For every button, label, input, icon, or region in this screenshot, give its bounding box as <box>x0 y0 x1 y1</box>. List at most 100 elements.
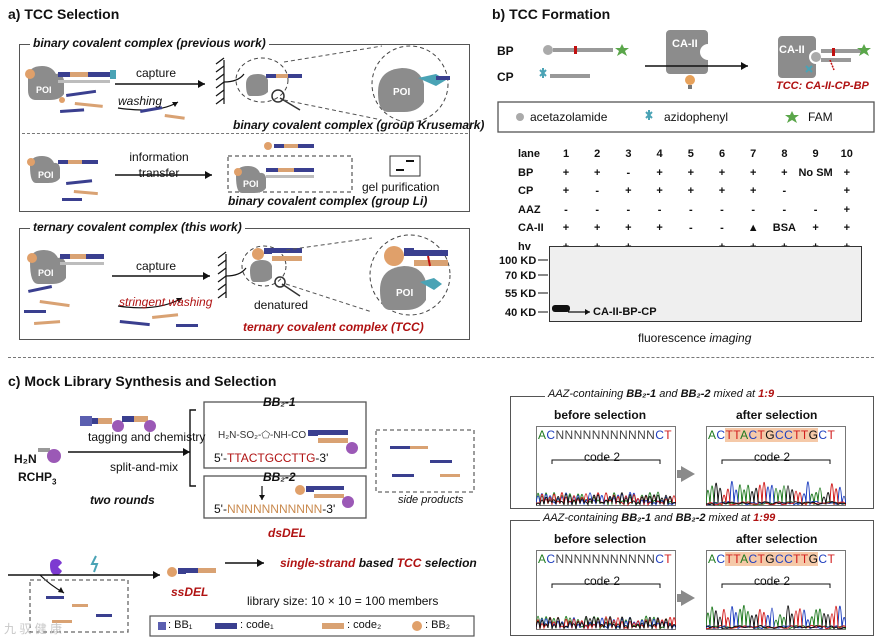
table-cell: + <box>656 166 663 179</box>
before-selection-label: before selection <box>554 408 647 422</box>
gel-purification-label: gel purification <box>362 180 440 194</box>
capture-label-1: capture <box>136 66 177 80</box>
row-label: lane <box>518 148 541 160</box>
poi-label: POI <box>36 85 52 95</box>
table-cell: + <box>593 166 601 179</box>
h2n-label: H₂N <box>14 452 37 466</box>
marker-55: 55 KD <box>505 288 537 300</box>
band-label: CA-II-BP-CP <box>593 306 657 318</box>
info-transfer-label-1: information <box>129 150 189 164</box>
arrow-shaft <box>677 594 683 602</box>
table-cell: + <box>562 185 570 198</box>
table-cell: + <box>718 166 726 179</box>
krusemark-label: binary covalent complex (group Krusemark… <box>233 118 485 132</box>
arrow-icon <box>681 466 695 482</box>
selection-label: single-strand based TCC selection <box>280 556 477 570</box>
info-transfer-label-2: transfer <box>138 166 180 180</box>
tcc-name-label: TCC: CA-II-CP-BP <box>776 80 869 92</box>
side-products-label: side products <box>398 494 464 506</box>
rchp3-label: RCHP3 <box>18 470 57 487</box>
gel-image <box>549 246 862 322</box>
watermark: 九 驭 健 康 <box>4 622 63 636</box>
poi-label: POI <box>393 87 411 98</box>
table-cell: + <box>687 166 695 179</box>
table-cell: - <box>782 203 787 216</box>
after-selection-label: after selection <box>736 408 818 422</box>
tcc-label: ternary covalent complex (TCC) <box>243 320 424 334</box>
lane-number: 6 <box>718 148 726 160</box>
arrow-icon <box>681 590 695 606</box>
chromatogram-traces <box>536 581 676 630</box>
poi-label: POI <box>38 170 54 180</box>
lane-number: 9 <box>812 148 819 160</box>
table-cell: + <box>843 222 851 235</box>
table-cell: - <box>720 222 724 235</box>
lane-number: 7 <box>750 148 757 160</box>
after-selection-label: after selection <box>736 532 818 546</box>
table-cell: - <box>564 203 568 216</box>
poi-label: POI <box>243 179 259 189</box>
legend-bb1: : BB₁ <box>168 619 193 631</box>
marker-100: 100 KD <box>499 255 537 267</box>
lane-number: 8 <box>781 148 788 160</box>
sequence-readout: ACTTACTGCCTTGCT <box>708 428 836 442</box>
ca2-product-label: CA-II <box>779 44 805 56</box>
sequence-readout: ACNNNNNNNNNNNCT <box>538 552 673 566</box>
chromatogram-traces <box>706 581 846 630</box>
table-cell: + <box>562 222 570 235</box>
legend-acetazolamide: acetazolamide <box>530 110 608 124</box>
denatured-label: denatured <box>254 298 309 312</box>
table-cell: + <box>749 185 757 198</box>
bp-label: BP <box>497 44 514 58</box>
panel-c-graphics <box>8 401 475 637</box>
tagging-label: tagging and chemistry <box>88 430 206 444</box>
legend-code1: : code₁ <box>240 619 274 631</box>
table-cell: - <box>626 166 631 179</box>
divider <box>22 133 468 134</box>
table-cell: + <box>562 166 570 179</box>
seq-bb22: 5'-NNNNNNNNNNN-3' <box>214 502 336 516</box>
table-cell: - <box>626 203 631 216</box>
binary-header: binary covalent complex (previous work) <box>30 36 269 50</box>
bb21-label: BB₂-1 <box>263 395 296 409</box>
table-cell: - <box>688 203 693 216</box>
two-rounds-label: two rounds <box>90 493 155 507</box>
sequence-readout: ACNNNNNNNNNNNCT <box>538 428 673 442</box>
before-selection-label: before selection <box>554 532 647 546</box>
table-cell: - <box>595 185 600 198</box>
washing-label: washing <box>118 94 163 108</box>
table-cell: ▲ <box>747 222 759 235</box>
lane-number: 4 <box>656 148 663 160</box>
panel-a-graphics <box>24 45 451 327</box>
table-cell: + <box>656 185 663 198</box>
split-mix-label: split-and-mix <box>110 460 179 474</box>
stringent-washing-label: stringent washing <box>119 295 213 309</box>
legend-code2: : code₂ <box>347 619 382 631</box>
ca2-label: CA-II <box>672 38 698 50</box>
poi-protein-icon <box>25 66 64 100</box>
table-cell: + <box>843 203 851 216</box>
bb22-label: BB₂-2 <box>263 470 296 484</box>
table-cell: - <box>595 203 600 216</box>
row-label: AAZ <box>518 203 541 216</box>
lane-number: 3 <box>625 148 632 160</box>
legend-azidophenyl: azidophenyl <box>664 110 729 124</box>
lane-number: 5 <box>687 148 694 160</box>
table-cell: - <box>657 203 662 216</box>
poi-label: POI <box>396 288 414 299</box>
row-label: BP <box>518 166 534 179</box>
marker-40: 40 KD <box>505 307 537 319</box>
sequence-readout: ACTTACTGCCTTGCT <box>708 552 836 566</box>
marker-70: 70 KD <box>505 270 537 282</box>
exp1-title: AAZ-containing BB₂-1 and BB₂-2 mixed at … <box>545 388 778 400</box>
capture-label-2: capture <box>136 259 177 273</box>
marker-ticks <box>538 259 590 315</box>
table-cell: + <box>749 166 757 179</box>
lane-number: 2 <box>594 148 601 160</box>
ssdel-label: ssDEL <box>171 585 209 599</box>
table-cell: + <box>843 185 851 198</box>
exp2-title: AAZ-containing BB₂-1 and BB₂-2 mixed at … <box>540 512 779 524</box>
aaz-structure: H₂N‑SO₂‑⬠‑NH‑CO <box>218 430 307 441</box>
li-label: binary covalent complex (group Li) <box>228 194 428 208</box>
panel-c-title: c) Mock Library Synthesis and Selection <box>8 373 277 389</box>
